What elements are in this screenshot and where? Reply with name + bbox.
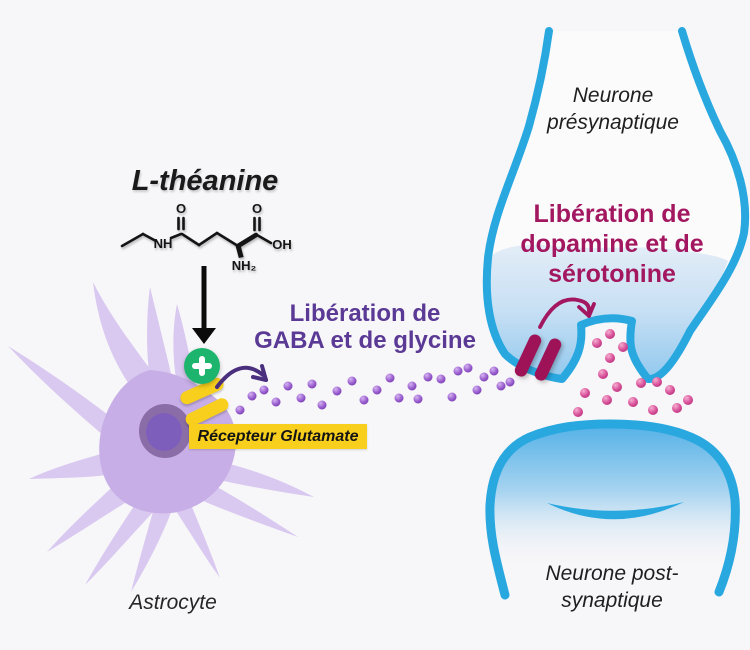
neurotransmitter-dot [447, 392, 457, 402]
neurotransmitter-dot [598, 369, 608, 379]
neurotransmitter-dot [296, 393, 306, 403]
presynaptic-vesicle-pool [486, 244, 728, 380]
postsynaptic-body-fill [489, 424, 736, 595]
gaba-release-label: Libération de GABA et de glycine [254, 300, 476, 354]
astrocyte-label: Astrocyte [129, 591, 217, 614]
astrocyte-cell [8, 282, 314, 592]
neurotransmitter-dot [453, 366, 463, 376]
neurotransmitter-dot [573, 407, 583, 417]
dopamine-release-line2: dopamine et de [520, 230, 704, 258]
neurotransmitter-dot [283, 381, 293, 391]
neurotransmitter-dot [332, 386, 342, 396]
glutamate-receptor-bars [180, 377, 229, 426]
dopamine-release-line3: sérotonine [548, 260, 676, 288]
neurotransmitter-dot [271, 397, 281, 407]
neurotransmitter-dot [605, 329, 615, 339]
neurotransmitter-dot [436, 374, 446, 384]
plus-icon [184, 348, 220, 384]
neurotransmitter-dot [235, 405, 245, 415]
atom-carboxyl-oxygen: O [252, 201, 262, 216]
neurotransmitter-dot [636, 378, 646, 388]
presynaptic-neuron [482, 27, 750, 383]
neurotransmitter-dot [652, 377, 662, 387]
neurotransmitter-dot [496, 381, 506, 391]
atom-amine: NH₂ [232, 258, 257, 273]
curved-arrow-maroon-icon [538, 297, 596, 329]
neurotransmitter-dot [592, 338, 602, 348]
atom-amide-nh: NH [154, 236, 173, 251]
postsynaptic-fold [547, 502, 684, 520]
gaba-release-line2: GABA et de glycine [254, 327, 476, 354]
neurotransmitter-dot [317, 400, 327, 410]
neurotransmitter-dot [683, 395, 693, 405]
dopamine-release-line1: Libération de [533, 200, 691, 228]
presynaptic-label-line2: présynaptique [547, 111, 679, 134]
neurotransmitter-dot [259, 385, 269, 395]
neurotransmitter-dot [407, 381, 417, 391]
dopamine-serotonin-dots [573, 329, 693, 417]
arrow-down-icon [192, 266, 216, 344]
neurotransmitter-dot [385, 373, 395, 383]
neurotransmitter-dot [307, 379, 317, 389]
postsynaptic-membrane [485, 419, 740, 600]
neurotransmitter-dot [628, 397, 638, 407]
postsynaptic-label-line2: synaptique [561, 589, 663, 612]
dopamine-release-label: Libération de dopamine et de sérotonine [520, 199, 703, 289]
glutamate-receptor-label: Récepteur Glutamate [189, 424, 367, 449]
presynaptic-label-line1: Neurone [572, 84, 654, 107]
curved-arrow-purple-icon [215, 364, 268, 389]
presynaptic-receptor-bars [514, 334, 562, 381]
neurotransmitter-dot [489, 366, 499, 376]
postsynaptic-label-line1: Neurone post- [545, 562, 679, 585]
neurotransmitter-dot [605, 353, 615, 363]
neurotransmitter-dot [580, 388, 590, 398]
molecule-title: L-théanine [131, 165, 279, 197]
neurotransmitter-dot [618, 342, 628, 352]
neurotransmitter-dot [347, 376, 357, 386]
astrocyte-nucleus-inner [146, 413, 182, 451]
neurotransmitter-dot [672, 403, 682, 413]
neurotransmitter-dot [359, 395, 369, 405]
neurotransmitter-dot [413, 394, 423, 404]
presynaptic-membrane [482, 27, 750, 383]
neurotransmitter-dot [394, 393, 404, 403]
l-theanine-structure: O NH O OH NH₂ [120, 201, 292, 273]
postsynaptic-neuron-label: Neurone post- synaptique [545, 560, 678, 614]
neurotransmitter-dot [247, 391, 257, 401]
gaba-release-line1: Libération de [289, 300, 441, 327]
neurotransmitter-dot [472, 385, 482, 395]
neurotransmitter-dot [612, 382, 622, 392]
neurotransmitter-dot [602, 395, 612, 405]
neurotransmitter-dot [463, 363, 473, 373]
gaba-glycine-dots [235, 363, 515, 415]
postsynaptic-neuron [485, 419, 740, 600]
neurotransmitter-dot [665, 385, 675, 395]
neurotransmitter-dot [648, 405, 658, 415]
neurotransmitter-dot [505, 377, 515, 387]
presynaptic-neuron-label: Neurone présynaptique [547, 82, 679, 136]
neurotransmitter-dot [372, 385, 382, 395]
neurotransmitter-dot [423, 372, 433, 382]
neurotransmitter-dot [479, 372, 489, 382]
atom-amide-oxygen: O [176, 201, 186, 216]
atom-hydroxyl: OH [272, 237, 292, 252]
